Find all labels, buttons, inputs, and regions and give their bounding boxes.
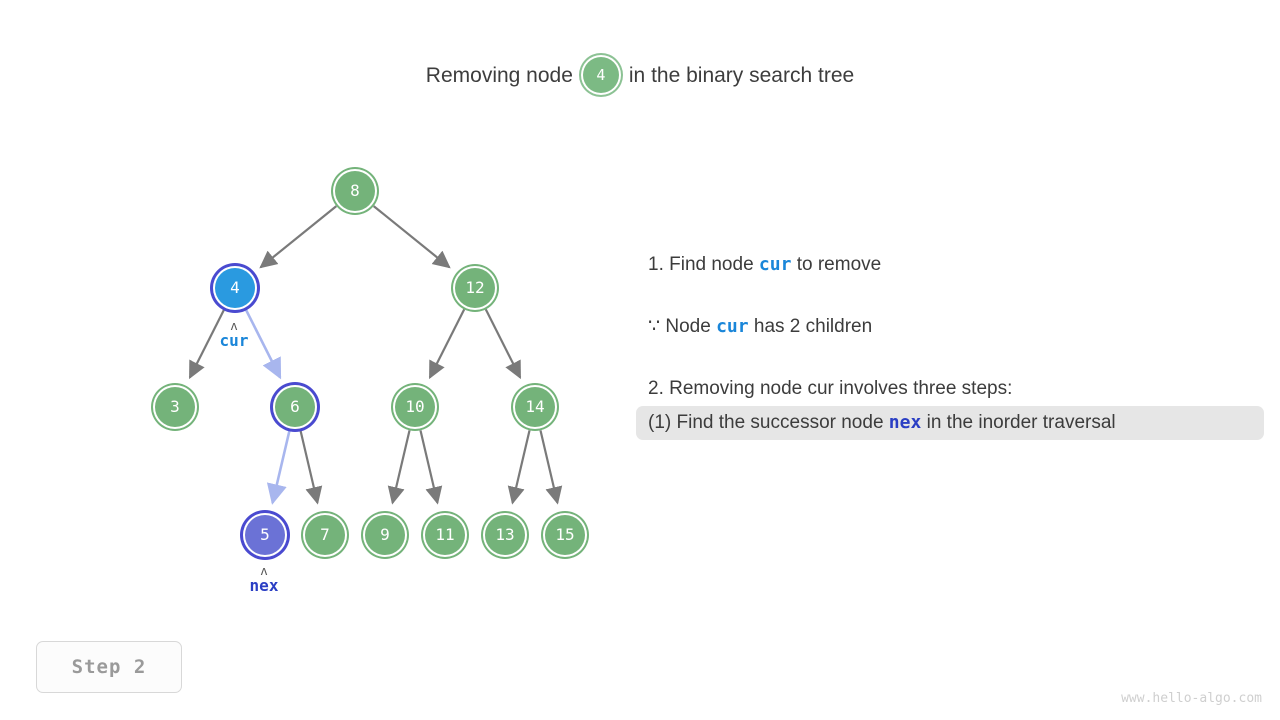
- step-line-4-prefix: (1) Find the successor node: [648, 412, 884, 433]
- caret-up-icon: ʌ: [230, 318, 238, 333]
- step-line-4-highlighted: (1) Find the successor node nex in the i…: [636, 406, 1264, 440]
- tree-edge-4-6: [244, 308, 282, 380]
- tree-edges-layer: [188, 205, 563, 505]
- page-title: Removing node 4 in the binary search tree: [0, 55, 1280, 96]
- tree-node-10: 10: [393, 385, 437, 429]
- tree-edge-4-3: [188, 308, 226, 380]
- step-line-4-suffix: in the inorder traversal: [926, 412, 1116, 433]
- tree-edge-12-14: [484, 308, 522, 380]
- keyword-nex: nex: [888, 412, 922, 433]
- pointer-text-nex: nex: [249, 576, 279, 595]
- step-line-1-suffix: to remove: [796, 254, 882, 275]
- explanation-panel: 1. Find node cur to remove ∵ Node cur ha…: [636, 248, 1264, 440]
- tree-node-5: 5: [243, 513, 287, 557]
- tree-node-4: 4: [213, 266, 257, 310]
- keyword-cur: cur: [758, 254, 792, 275]
- step-badge: Step 2: [36, 641, 182, 693]
- tree-node-9: 9: [363, 513, 407, 557]
- title-node-circle: 4: [580, 55, 621, 95]
- caret-up-icon: ʌ: [260, 563, 268, 578]
- tree-node-14: 14: [513, 385, 557, 429]
- tree-edge-8-4: [259, 205, 338, 269]
- tree-edge-14-15: [539, 430, 563, 505]
- step-line-1: 1. Find node cur to remove: [636, 248, 1264, 282]
- tree-edge-14-13: [507, 430, 531, 505]
- tree-node-13: 13: [483, 513, 527, 557]
- tree-node-8: 8: [333, 169, 377, 213]
- tree-node-6: 6: [273, 385, 317, 429]
- step-line-2: ∵ Node cur has 2 children: [636, 310, 1264, 344]
- tree-edge-10-11: [419, 430, 443, 505]
- tree-node-12: 12: [453, 266, 497, 310]
- step-line-2-suffix: has 2 children: [753, 316, 873, 337]
- tree-node-3: 3: [153, 385, 197, 429]
- tree-edge-12-10: [428, 308, 466, 380]
- tree-node-7: 7: [303, 513, 347, 557]
- title-prefix: Removing node: [425, 64, 573, 87]
- step-line-2-prefix: ∵ Node: [648, 316, 711, 337]
- keyword-cur-2: cur: [716, 316, 749, 337]
- watermark: www.hello-algo.com: [1121, 691, 1262, 706]
- tree-node-15: 15: [543, 513, 587, 557]
- tree-edge-6-5: [266, 430, 291, 505]
- step-line-1-prefix: 1. Find node: [648, 254, 754, 275]
- title-suffix: in the binary search tree: [628, 64, 855, 87]
- step-line-3: 2. Removing node cur involves three step…: [648, 378, 1013, 399]
- tree-edge-6-7: [299, 430, 323, 505]
- tree-edge-8-12: [372, 205, 451, 269]
- pointer-text-cur: cur: [219, 331, 249, 350]
- tree-node-11: 11: [423, 513, 467, 557]
- tree-edge-10-9: [387, 430, 411, 505]
